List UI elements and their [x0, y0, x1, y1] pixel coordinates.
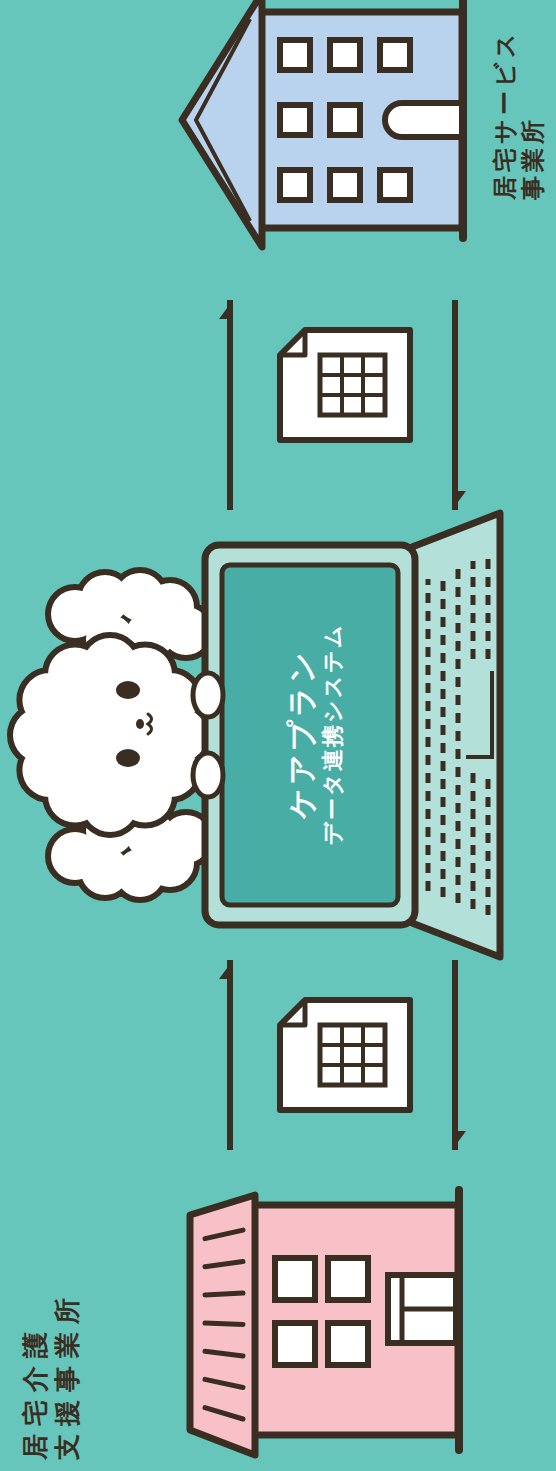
ground-line: [459, 0, 467, 238]
screen-title: データ連携システム: [320, 510, 346, 960]
awning-stripe: [205, 1262, 243, 1267]
awning-stripe: [205, 1230, 243, 1239]
window: [328, 1258, 368, 1300]
awning: [190, 1195, 255, 1455]
keyboard-keys: [471, 771, 476, 909]
keyboard-keys: [426, 579, 431, 891]
window: [275, 1323, 315, 1365]
flow-arrow: [452, 300, 458, 510]
window: [380, 40, 410, 70]
dog-paw: [193, 753, 223, 797]
keyboard-keys: [456, 567, 461, 903]
door-line: [402, 1307, 456, 1312]
keyboard-keys: [441, 573, 446, 897]
document-fold: [280, 1000, 305, 1025]
dog-mouth: [148, 714, 152, 734]
dog-head: [13, 638, 207, 832]
office-label: 居宅サービス 事業所: [491, 10, 547, 200]
window: [330, 170, 360, 200]
dog-head-outline: [13, 638, 207, 832]
table-grid: [320, 1025, 385, 1085]
dog-eye: [116, 749, 140, 767]
document-icon: [280, 1000, 410, 1110]
awning-stripe: [205, 1379, 243, 1387]
window: [330, 40, 360, 70]
screen-title: ケアプラン: [284, 510, 320, 960]
dog-paw: [193, 673, 223, 717]
office-building: 居宅介護 支援事業所: [15, 1150, 470, 1460]
window: [275, 1258, 315, 1300]
trackpad: [466, 671, 492, 757]
keyboard-keys: [486, 555, 491, 659]
roof: [182, 0, 262, 247]
flow-arrow: [227, 960, 233, 1150]
office-body: [250, 1205, 458, 1435]
dog-nose: [136, 719, 144, 729]
table-grid: [320, 355, 385, 415]
flow-arrow: [452, 960, 458, 1150]
window: [280, 40, 310, 70]
table-grid: [320, 355, 385, 415]
window: [280, 105, 310, 135]
document-fold: [280, 330, 305, 355]
awning-stripe: [205, 1323, 243, 1324]
document-icon: [280, 330, 410, 440]
office-building: 居宅サービス 事業所: [170, 0, 556, 300]
window: [380, 170, 410, 200]
system-laptop: ケアプランデータ連携システム: [205, 510, 500, 960]
office-label: 居宅介護 支援事業所: [19, 1270, 83, 1460]
awning-stripe: [205, 1408, 243, 1419]
door: [385, 103, 462, 137]
door: [388, 1275, 456, 1343]
window: [328, 1323, 368, 1365]
keyboard-keys: [471, 561, 476, 659]
awning-stripe: [205, 1293, 243, 1295]
office-body: [258, 12, 462, 228]
window: [330, 105, 360, 135]
table-grid: [320, 1025, 385, 1085]
keyboard-keys: [486, 771, 491, 915]
dog-eye: [116, 681, 140, 699]
awning-stripe: [205, 1351, 243, 1356]
ground-line: [455, 1190, 463, 1450]
roof-line: [196, 19, 250, 221]
flow-arrow: [227, 300, 233, 510]
window: [280, 170, 310, 200]
laptop-keyboard: [412, 513, 500, 957]
